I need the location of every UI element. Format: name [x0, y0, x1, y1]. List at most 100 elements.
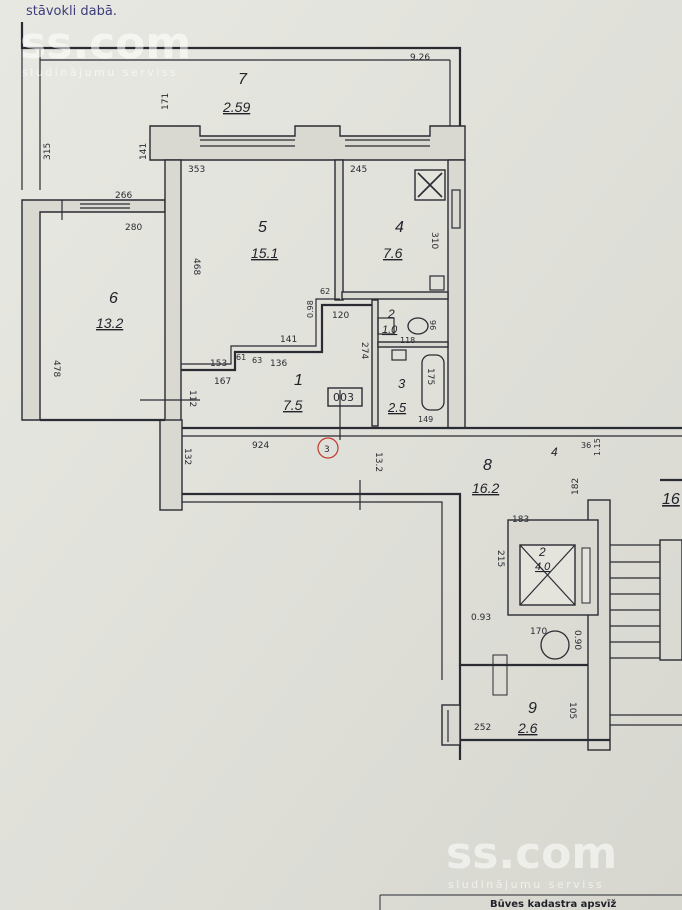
dim-63: 63: [252, 356, 262, 365]
dim-167: 167: [214, 377, 231, 387]
dimensions: 9.26 171 315 141 353 245 266 280 468 310…: [43, 53, 602, 733]
dim-3-circle: 3: [324, 445, 330, 455]
dim-170: 170: [530, 627, 547, 637]
dim-182-a: 182: [571, 478, 581, 495]
room-labels: 7 2.59 5 15.1 4 7.6 6 13.2 1 7.5 2 1.0 3…: [96, 71, 680, 736]
room8-area: 16.2: [472, 480, 499, 496]
room9-area: 2.6: [517, 720, 538, 736]
room5-left-wall: [164, 159, 182, 423]
storage-shelf: [492, 654, 508, 696]
dim-141-top: 141: [139, 143, 149, 160]
chute: [540, 630, 570, 660]
dim-266: 266: [115, 191, 132, 201]
bath-left-wall: [371, 299, 379, 427]
room4-number: 4: [395, 219, 404, 236]
dim-468: 468: [191, 258, 201, 275]
room6-number: 6: [109, 290, 118, 307]
wc-bath-wall: [377, 341, 449, 348]
elevator-cross-b: [519, 544, 576, 606]
dim-215: 215: [495, 550, 505, 567]
footer-text: Būves kadastra apsvīž: [490, 898, 616, 910]
staircase: [610, 539, 682, 726]
watermark-brand-top: ss.com: [20, 18, 191, 69]
stove: [429, 275, 445, 291]
storage-door-frame: [441, 704, 461, 746]
dim-112: 112: [187, 390, 197, 407]
dim-098: 0.98: [306, 300, 315, 318]
corridor-bottom-inner: [182, 501, 443, 680]
dim-141-inner: 141: [280, 335, 297, 345]
room3-area: 2.5: [387, 400, 407, 415]
dim-274: 274: [359, 342, 369, 359]
dim-153: 153: [210, 359, 227, 369]
section-marker: [317, 437, 339, 459]
toilet: [407, 317, 429, 335]
elevator-area: 4.0: [535, 561, 551, 573]
room7-number: 7: [238, 71, 248, 88]
watermark-tagline-top: sludinājumu serviss: [22, 66, 178, 79]
right-outer-wall: [447, 159, 466, 429]
right-room-area-cut: 16: [662, 491, 680, 508]
dim-61: 61: [236, 353, 246, 362]
dim-245: 245: [350, 165, 367, 175]
apartment-number-box: [327, 387, 363, 407]
dim-280: 280: [125, 223, 142, 233]
dim-36: 36: [581, 441, 591, 450]
dim-353: 353: [188, 165, 205, 175]
elevator-door: [581, 547, 591, 604]
walls: [20, 22, 682, 760]
dim-4: 4: [551, 445, 558, 459]
dim-252: 252: [474, 723, 491, 733]
fixtures: [61, 169, 570, 696]
header-text: stāvokli dabā.: [26, 4, 117, 19]
dim-310: 310: [429, 232, 439, 249]
dim-090: 0.90: [572, 630, 582, 650]
dim-105: 105: [567, 702, 577, 719]
room1-area: 7.5: [283, 397, 303, 413]
dim-175: 175: [425, 368, 435, 385]
watermark-top: ss.com sludinājumu serviss: [20, 18, 191, 79]
watermark-brand-bottom: ss.com: [446, 828, 617, 879]
dim-132-left: 132: [182, 448, 192, 465]
dim-96: 96: [428, 320, 437, 330]
watermark-bottom: ss.com sludinājumu serviss: [446, 828, 617, 891]
dim-62: 62: [320, 287, 330, 296]
wall-4-bottom: [341, 291, 449, 300]
room5-bottom-wall: [181, 303, 372, 372]
dim-136: 136: [270, 359, 287, 369]
room5-number: 5: [258, 219, 267, 236]
dim-183: 183: [512, 515, 529, 525]
dim-171: 171: [161, 93, 171, 110]
dim-003: 003: [333, 391, 354, 404]
dim-120: 120: [332, 311, 349, 321]
wall-5-4: [334, 159, 344, 301]
sink: [391, 349, 407, 361]
room9-number: 9: [528, 700, 537, 717]
room2-area: 1.0: [382, 324, 398, 336]
room5-bottom-wall-inner: [181, 298, 340, 365]
room4-area: 7.6: [383, 245, 403, 261]
room8-number: 8: [483, 457, 492, 474]
dim-093: 0.93: [471, 613, 491, 623]
corridor-bottom-wall: [182, 492, 610, 667]
room3-number: 3: [398, 376, 406, 391]
room1-number: 1: [294, 372, 303, 389]
room7-area: 2.59: [222, 99, 250, 115]
dim-926: 9.26: [410, 53, 430, 63]
toilet-door-mark: [377, 317, 395, 335]
entry-wall: [159, 419, 183, 511]
dim-315: 315: [43, 143, 53, 160]
radiator: [451, 189, 461, 229]
dim-132-mid: 13.2: [373, 452, 383, 472]
elevator-number: 2: [538, 545, 546, 559]
room2-number: 2: [387, 307, 395, 321]
dim-478: 478: [51, 360, 61, 377]
dim-924: 924: [252, 441, 269, 451]
dim-115: 1.15: [593, 438, 602, 456]
watermark-tagline-bottom: sludinājumu serviss: [448, 878, 604, 891]
room6-area: 13.2: [96, 315, 123, 331]
balcony-wall: [20, 22, 462, 126]
dim-118: 118: [400, 336, 415, 345]
bathtub: [421, 354, 445, 411]
